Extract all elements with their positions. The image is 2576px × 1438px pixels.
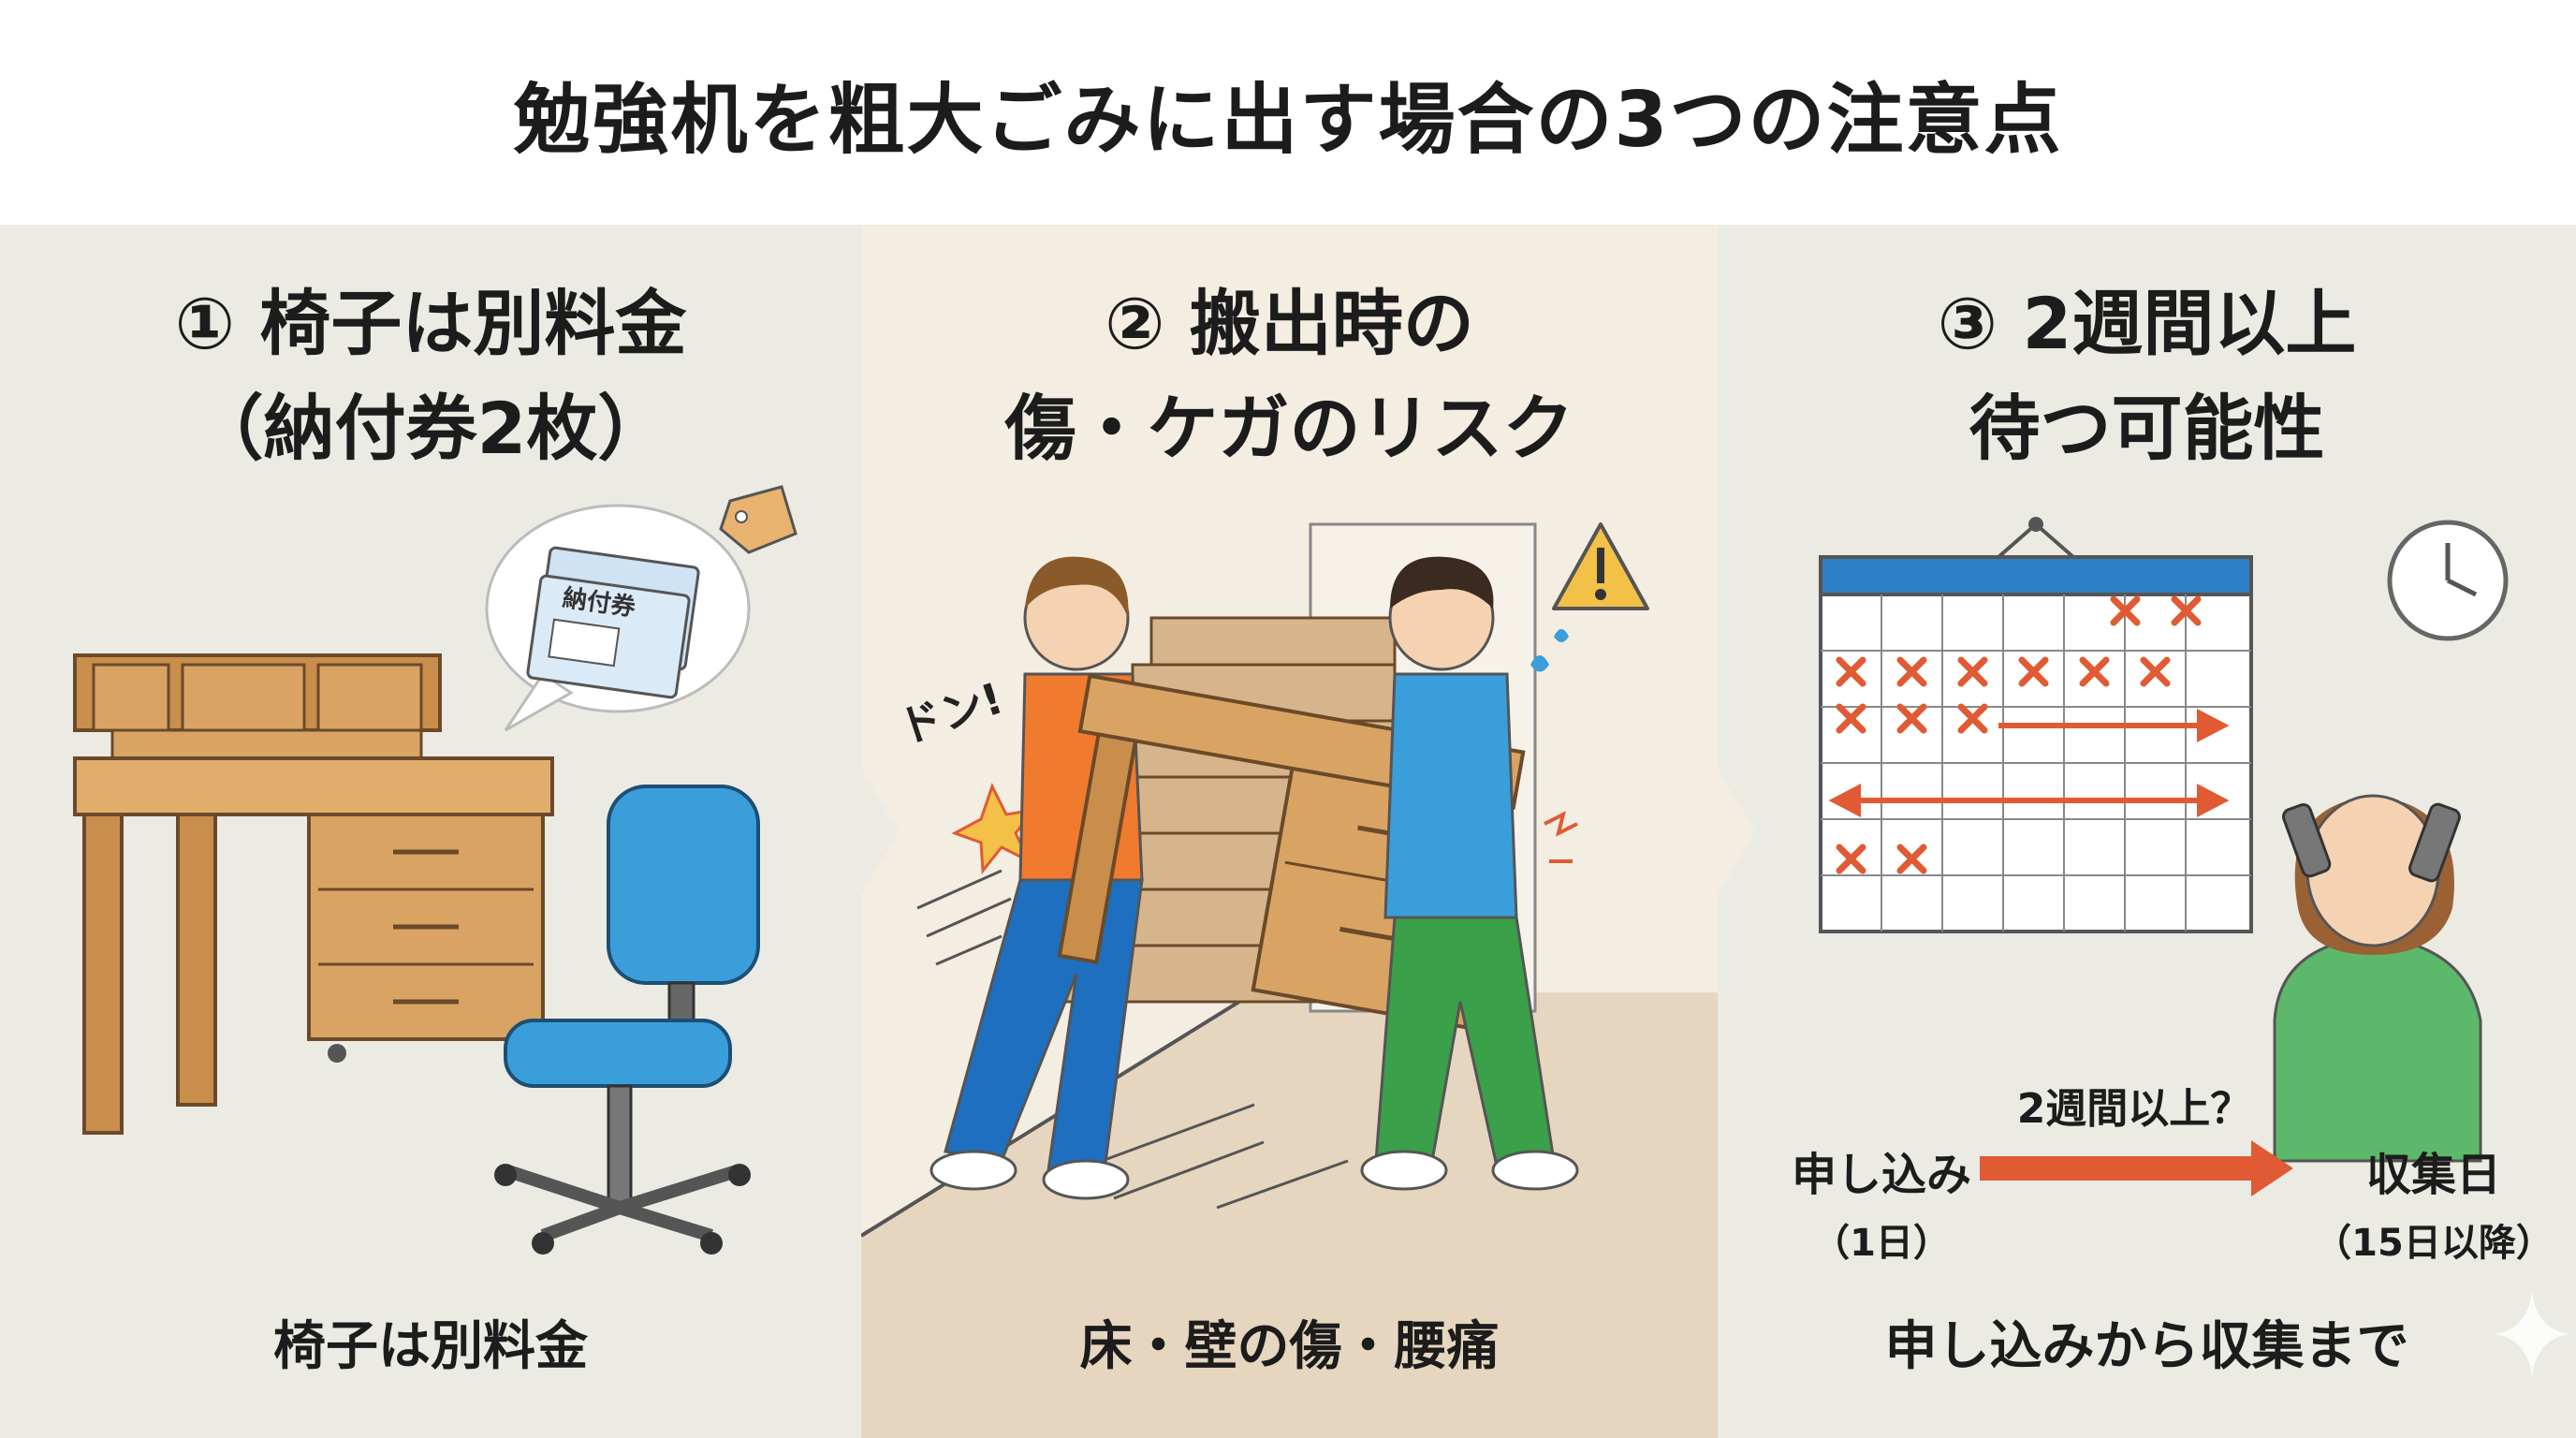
- desk-chair-illustration: 納付券: [73, 485, 798, 1255]
- desk-icon: [73, 653, 554, 1135]
- price-tag-icon: [719, 485, 798, 554]
- panel-carry-risk: ② 搬出時の 傷・ケガのリスク ドン!: [861, 225, 1718, 1438]
- panel-heading-line1: ③ 2週間以上: [1937, 282, 2357, 365]
- warning-icon: [1552, 522, 1649, 610]
- ticket-bubble: 納付券: [485, 504, 751, 732]
- flow-to-sub: （15日以降）: [2314, 1222, 2554, 1265]
- flow-middle-label: 2週間以上？: [2016, 1085, 2252, 1133]
- flow-arrow: [1980, 1140, 2293, 1196]
- panel-heading-line2: 傷・ケガのリスク: [1004, 387, 1574, 470]
- flow-from-sub: （1日）: [1812, 1222, 1951, 1265]
- calendar-marks: [1836, 595, 2202, 874]
- panel-heading: ② 搬出時の 傷・ケガのリスク: [861, 271, 1718, 481]
- page-title: 勉強机を粗大ごみに出す場合の3つの注意点: [513, 75, 2063, 165]
- panel-heading: ① 椅子は別料金 （納付券2枚）: [0, 271, 861, 481]
- sparkle-icon: [2495, 1292, 2569, 1376]
- panel-heading-line1: ② 搬出時の: [1105, 282, 1474, 365]
- panel-caption: 床・壁の傷・腰痛: [1079, 1316, 1500, 1377]
- flow-to-label: 収集日: [2365, 1149, 2501, 1201]
- panel-heading-line2: 待つ可能性: [1969, 387, 2325, 470]
- panel-separator: [1718, 225, 1755, 1438]
- panel-heading-line2: （納付券2枚）: [192, 387, 669, 470]
- panel-chair-fee: ① 椅子は別料金 （納付券2枚） 納付券: [0, 225, 861, 1438]
- panel-heading-line1: ① 椅子は別料金: [174, 282, 687, 365]
- flow-from-label: 申し込み: [1791, 1149, 1971, 1201]
- flow-to: 収集日 （15日以降）: [2303, 1137, 2565, 1267]
- person-right: [1360, 556, 1579, 1191]
- panel-heading: ③ 2週間以上 待つ可能性: [1718, 271, 2576, 481]
- phone-icon: [2408, 802, 2461, 883]
- panel-wait-time: ③ 2週間以上 待つ可能性: [1718, 225, 2576, 1438]
- panel-caption: 申し込みから収集まで: [1884, 1316, 2409, 1377]
- phone-icon: [2281, 803, 2332, 878]
- title-band: 勉強机を粗大ごみに出す場合の3つの注意点: [0, 0, 2576, 225]
- chair-icon: [494, 785, 760, 1255]
- person-phone: [2273, 794, 2482, 1163]
- clock-icon: [2387, 520, 2509, 641]
- panel-separator: [861, 225, 899, 1438]
- carrying-desk-illustration: ドン!: [861, 522, 1718, 1438]
- calendar-icon: [1819, 517, 2253, 933]
- flow-from: 申し込み （1日）: [1760, 1137, 2003, 1267]
- calendar-phone-illustration: [1819, 517, 2569, 1376]
- ticket-icon: 納付券: [526, 546, 700, 699]
- panel-caption: 椅子は別料金: [273, 1316, 588, 1377]
